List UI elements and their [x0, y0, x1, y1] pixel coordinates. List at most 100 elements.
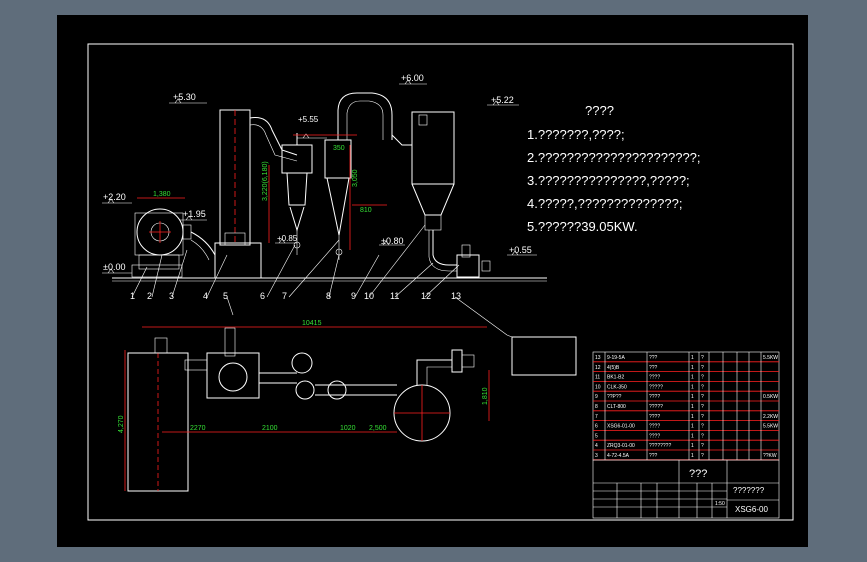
parts-cell: ? [701, 394, 704, 400]
parts-cell: 1 [691, 375, 694, 381]
parts-cell: 4 [595, 443, 598, 449]
parts-cell: ? [701, 453, 704, 459]
part-number-4: 4 [203, 291, 208, 301]
elev-220: +2.20 [103, 192, 126, 202]
parts-cell: 12 [595, 365, 601, 371]
elev-522: +5.22 [491, 95, 514, 105]
parts-cell: 1 [691, 453, 694, 459]
part-number-9: 9 [351, 291, 356, 301]
parts-cell: 2.2KW [763, 414, 778, 420]
dim-4270: 4,270 [118, 415, 125, 433]
dim-3050: 3,050 [352, 169, 359, 187]
part-number-8: 8 [326, 291, 331, 301]
note-3: 3.???????????????,?????; [527, 173, 690, 188]
note-5: 5.??????39.05KW. [527, 219, 638, 234]
part-number-10: 10 [364, 291, 374, 301]
parts-cell: ? [701, 404, 704, 410]
parts-cell: ? [701, 414, 704, 420]
parts-cell: ????? [649, 384, 663, 390]
parts-cell: ???? [649, 424, 660, 430]
elev-080: ±0.80 [381, 236, 403, 246]
part-number-11: 11 [390, 291, 399, 301]
parts-cell: 5 [595, 433, 598, 439]
elev-055: +0.55 [509, 245, 532, 255]
note-4: 4.?????,??????????????; [527, 196, 682, 211]
parts-cell: 1 [691, 433, 694, 439]
title-block: ??? ??????? XSG6-00 1:50 [592, 459, 780, 519]
parts-cell: ??? [649, 355, 658, 361]
dim-810: 810 [360, 207, 372, 214]
parts-cell: BK1-B2 [607, 375, 624, 381]
dim-2500: 2,500 [369, 425, 387, 432]
parts-cell: 9-19-5A [607, 355, 625, 361]
parts-cell: CLT-800 [607, 404, 626, 410]
parts-cell: ? [701, 384, 704, 390]
part-number-12: 12 [421, 291, 431, 301]
parts-cell: 0.5KW [763, 394, 778, 400]
parts-cell: 1 [691, 355, 694, 361]
elevation-markers [102, 79, 537, 274]
parts-cell: ???? [649, 394, 660, 400]
cad-drawing: +5.30 +6.00 +5.55 +5.22 +2.20 +1.95 ±0.0… [87, 43, 794, 521]
parts-cell: 8 [595, 404, 598, 410]
parts-cell: 5.5KW [763, 424, 778, 430]
elev-195: +1.95 [183, 209, 206, 219]
hot-air-furnace [131, 208, 192, 278]
parts-cell: ? [701, 365, 704, 371]
parts-cell: ????? [649, 404, 663, 410]
part-leaders [131, 224, 513, 338]
plan-view [124, 326, 577, 492]
elev-085: +0.85 [277, 234, 298, 243]
title-company: ??????? [733, 486, 765, 495]
parts-cell: 1 [691, 365, 694, 371]
elev-600: +6.00 [401, 73, 424, 83]
elev-000: ±0.00 [103, 262, 125, 272]
cyclone-2 [324, 139, 352, 260]
parts-cell: 13 [595, 355, 601, 361]
parts-cell: ? [701, 424, 704, 430]
title-name: ??? [689, 468, 707, 480]
inner-border [87, 43, 794, 521]
parts-cell: ??P?? [607, 394, 622, 400]
parts-cell: XSG6-01-00 [607, 424, 635, 430]
dim-1810: 1,810 [482, 387, 489, 405]
elevation-view [102, 79, 547, 338]
parts-cell: ??? [649, 453, 658, 459]
parts-cell: CLK-350 [607, 384, 627, 390]
note-2: 2.??????????????????????; [527, 150, 701, 165]
parts-cell: 4(5)B [607, 365, 620, 371]
dim-1020: 1020 [340, 425, 356, 432]
dim-2270: 2270 [190, 425, 206, 432]
part-number-3: 3 [169, 291, 174, 301]
technical-notes: ???? 1.???????,????; 2.?????????????????… [527, 103, 701, 234]
parts-cell: 1 [691, 404, 694, 410]
parts-cell: 7 [595, 414, 598, 420]
drawing-sheet: +5.30 +6.00 +5.55 +5.22 +2.20 +1.95 ±0.0… [57, 15, 808, 547]
part-number-5: 5 [223, 291, 228, 301]
part-number-6: 6 [260, 291, 265, 301]
note-1: 1.???????,????; [527, 127, 625, 142]
parts-cell: 1 [691, 414, 694, 420]
parts-cell: 1 [691, 424, 694, 430]
parts-cell: 1 [691, 443, 694, 449]
part-number-13: 13 [451, 291, 461, 301]
notes-title: ???? [585, 103, 614, 118]
dim-10415: 10415 [302, 320, 322, 327]
parts-cell: ??KW [763, 453, 777, 459]
parts-cell: 10 [595, 384, 601, 390]
parts-cell: 9 [595, 394, 598, 400]
dim-350: 350 [333, 145, 345, 152]
drying-column [190, 109, 262, 279]
cyclone-1 [281, 133, 313, 255]
parts-cell: ??? [649, 365, 658, 371]
parts-cell: ???? [649, 375, 660, 381]
parts-cell: ? [701, 443, 704, 449]
part-number-7: 7 [282, 291, 287, 301]
parts-cell: 3 [595, 453, 598, 459]
parts-cell: ZRQ3-01-00 [607, 443, 635, 449]
parts-cell: ? [701, 355, 704, 361]
elev-530: +5.30 [173, 92, 196, 102]
elev-555: +5.55 [298, 115, 319, 124]
